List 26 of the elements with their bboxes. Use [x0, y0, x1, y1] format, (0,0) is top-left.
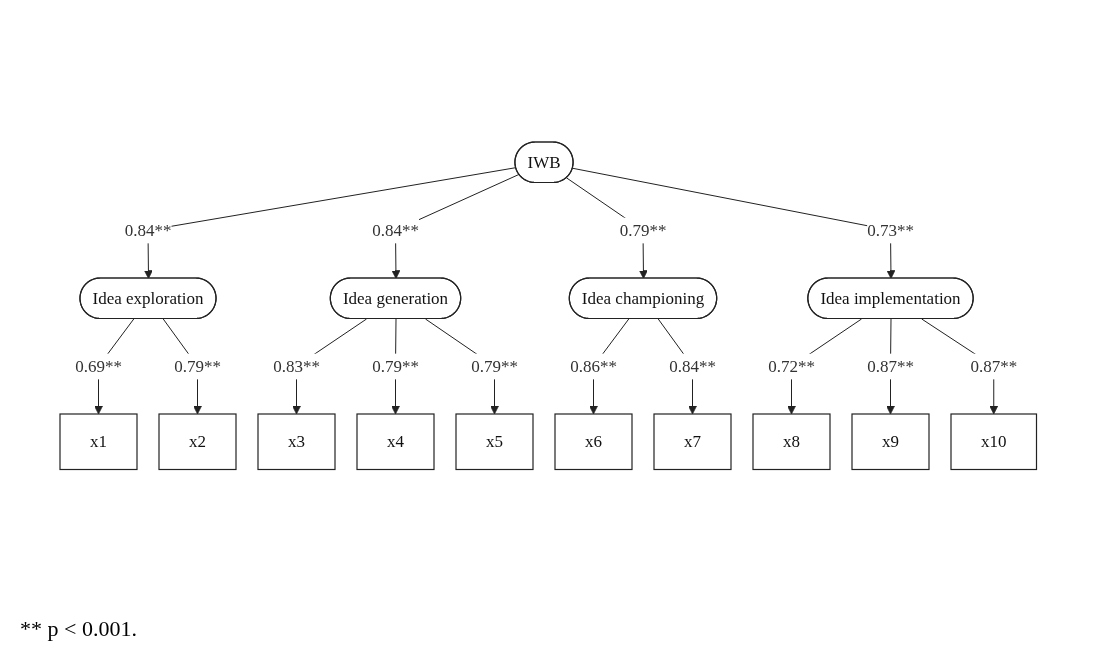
node-box: x4	[356, 413, 435, 471]
node-box: x7	[653, 413, 732, 471]
edge-label: 0.79**	[470, 356, 518, 376]
edge-label: 0.73**	[866, 220, 914, 240]
edge-label: 0.79**	[371, 356, 419, 376]
edge-label: 0.87**	[866, 356, 914, 376]
node-box: x9	[851, 413, 930, 471]
edge-label: 0.84**	[371, 220, 419, 240]
edge-label: 0.83**	[272, 356, 320, 376]
node-box: x1	[59, 413, 138, 471]
edge-label: 0.79**	[173, 356, 221, 376]
edge-label: 0.69**	[74, 356, 122, 376]
node-box: x6	[554, 413, 633, 471]
node-box: x3	[257, 413, 336, 471]
node-box: x10	[950, 413, 1037, 471]
edge-label: 0.84**	[124, 220, 172, 240]
node-box: x2	[158, 413, 237, 471]
node-box: x8	[752, 413, 831, 471]
node-box: x5	[455, 413, 534, 471]
edge-label: 0.72**	[767, 356, 815, 376]
edge-label: 0.86**	[569, 356, 617, 376]
footnote: ** p < 0.001.	[19, 615, 138, 643]
edge-label: 0.87**	[970, 356, 1017, 376]
edge-label: 0.84**	[668, 356, 716, 376]
edge-label: 0.79**	[619, 220, 667, 240]
arrow	[572, 168, 896, 280]
